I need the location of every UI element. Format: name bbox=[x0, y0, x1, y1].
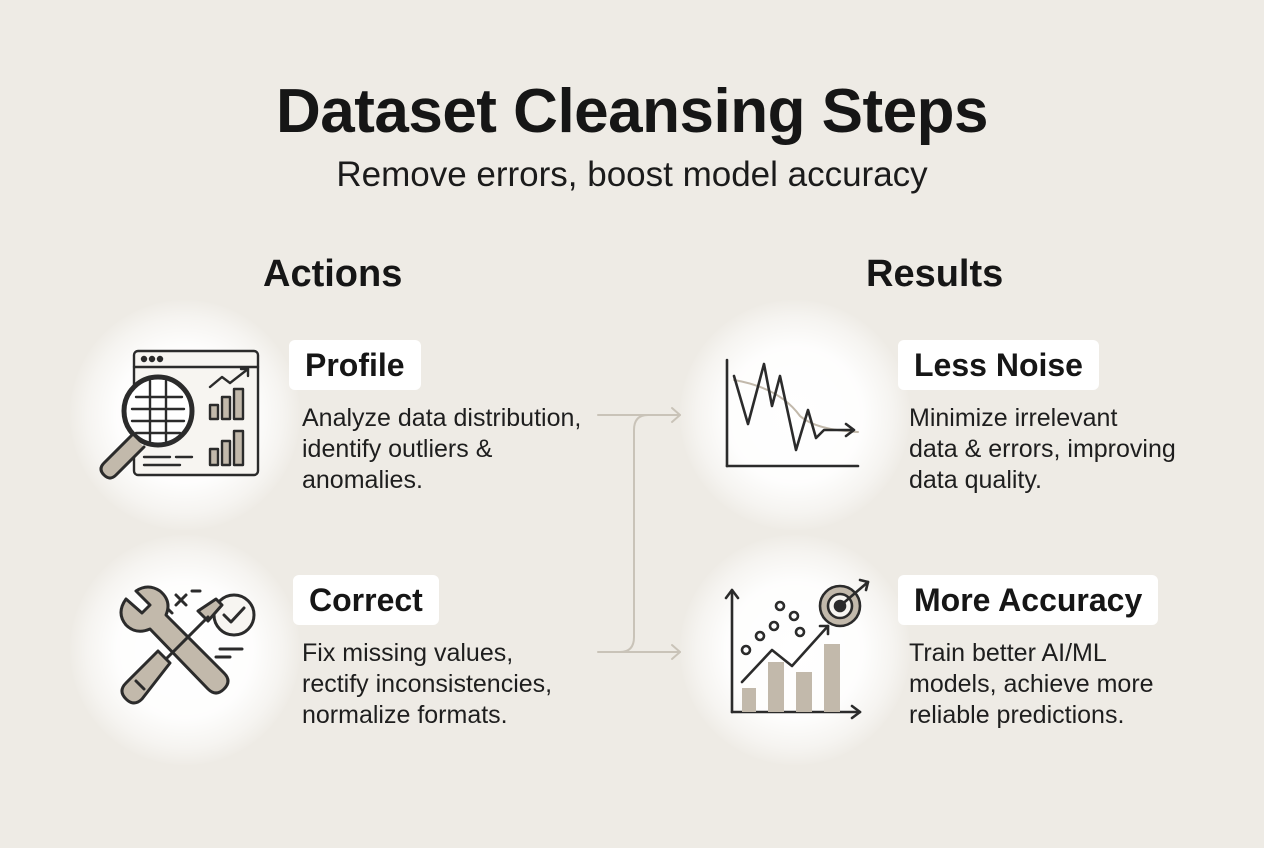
data-profile-magnifier-icon bbox=[99, 349, 260, 480]
action-label-correct: Correct bbox=[293, 575, 439, 625]
result-label-less-noise: Less Noise bbox=[898, 340, 1099, 390]
connector-bottom-arrowhead bbox=[671, 644, 681, 660]
desc-line: anomalies. bbox=[302, 466, 423, 494]
desc-line: Analyze data distribution, bbox=[302, 404, 582, 432]
more-accuracy-icon-glow bbox=[680, 535, 910, 765]
result-desc-more-accuracy: Train better AI/ML models, achieve more … bbox=[909, 638, 1154, 731]
flow-connector bbox=[597, 407, 681, 660]
desc-line: Minimize irrelevant bbox=[909, 404, 1118, 432]
desc-line: normalize formats. bbox=[302, 701, 508, 729]
desc-line: data & errors, improving bbox=[909, 435, 1176, 463]
result-label-more-accuracy: More Accuracy bbox=[898, 575, 1159, 625]
results-heading: Results bbox=[866, 253, 1004, 295]
connector-vertical-bracket bbox=[619, 414, 649, 653]
wrench-screwdriver-icon bbox=[119, 585, 256, 705]
desc-line: reliable predictions. bbox=[909, 701, 1125, 729]
desc-line: Train better AI/ML bbox=[909, 639, 1107, 667]
accuracy-target-chart-icon bbox=[724, 578, 870, 720]
action-label-profile: Profile bbox=[289, 340, 421, 390]
page-title: Dataset Cleansing Steps bbox=[275, 77, 989, 146]
result-desc-less-noise: Minimize irrelevant data & errors, impro… bbox=[909, 403, 1176, 496]
action-desc-profile: Analyze data distribution, identify outl… bbox=[302, 403, 581, 496]
desc-line: data quality. bbox=[909, 466, 1042, 494]
actions-heading: Actions bbox=[263, 253, 403, 295]
desc-line: models, achieve more bbox=[909, 670, 1154, 698]
desc-line: rectify inconsistencies, bbox=[302, 670, 553, 698]
desc-line: Fix missing values, bbox=[302, 639, 514, 667]
connector-top-arrowhead bbox=[671, 407, 681, 423]
less-noise-icon-glow bbox=[680, 300, 910, 530]
desc-line: identify outliers & bbox=[302, 435, 493, 463]
action-desc-correct: Fix missing values, rectify inconsistenc… bbox=[302, 638, 552, 731]
page-subtitle: Remove errors, boost model accuracy bbox=[336, 155, 928, 194]
noise-reduction-graph-icon bbox=[725, 358, 860, 468]
